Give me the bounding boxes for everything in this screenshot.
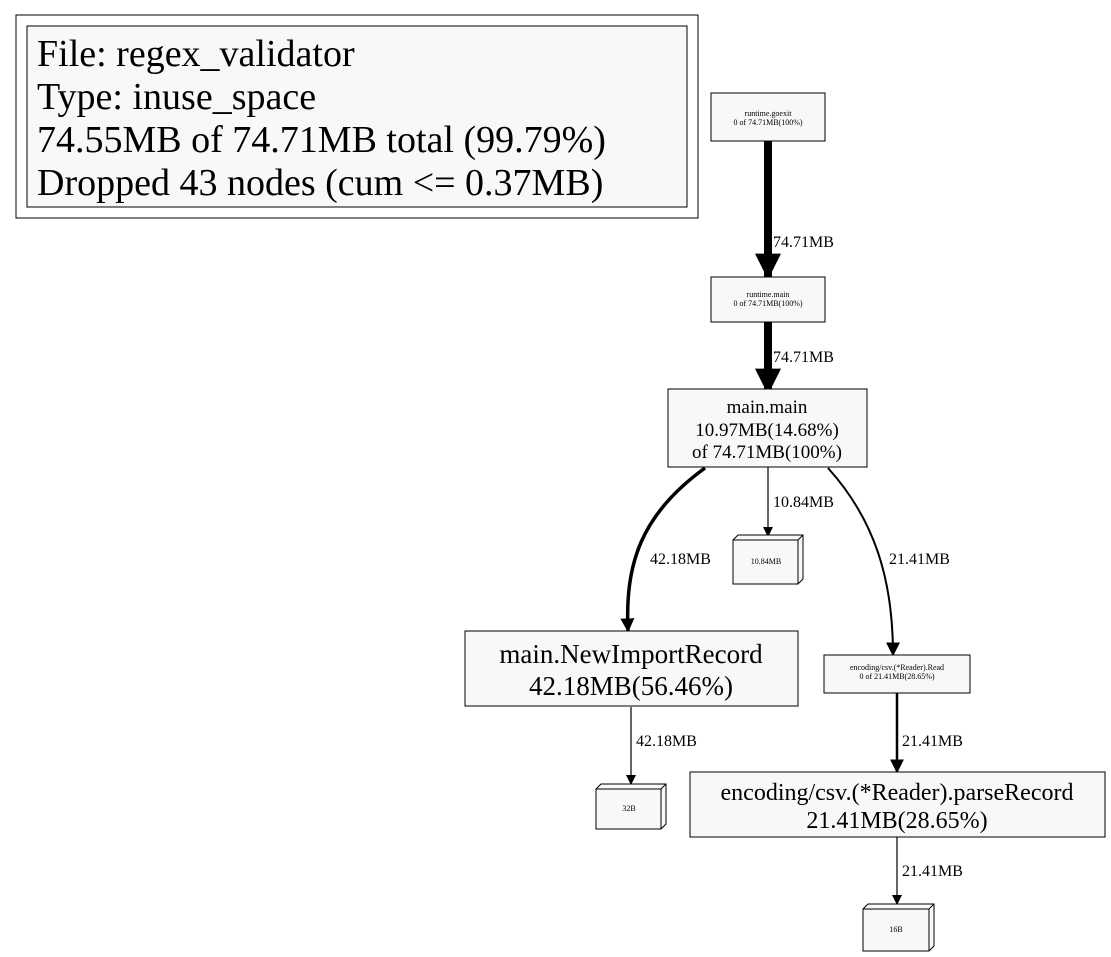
alloc-box-main[interactable]: 10.84MB <box>732 534 804 585</box>
edge-main-to-csv-read[interactable]: 21.41MB <box>827 467 950 657</box>
edge-csv-read-to-parse[interactable]: 21.41MB <box>890 693 963 774</box>
node-name: runtime.main <box>747 290 790 299</box>
legend-file: File: regex_validator <box>37 33 355 75</box>
alloc-box-import[interactable]: 32B <box>595 783 667 830</box>
node-cum: of 74.71MB(100%) <box>692 442 842 463</box>
legend-dropped: Dropped 43 nodes (cum <= 0.37MB) <box>37 162 603 204</box>
edge-label: 10.84MB <box>773 494 834 511</box>
alloc-label: 10.84MB <box>751 557 781 566</box>
edge-label: 74.71MB <box>773 234 834 251</box>
edge-label: 21.41MB <box>902 863 963 880</box>
node-csv-parse-record[interactable]: encoding/csv.(*Reader).parseRecord 21.41… <box>689 771 1106 838</box>
legend-box: File: regex_validator Type: inuse_space … <box>15 14 699 219</box>
edge-runtime-main-to-main[interactable]: 74.71MB <box>755 322 834 395</box>
node-stat: 0 of 74.71MB(100%) <box>733 118 802 127</box>
edge-main-to-alloc[interactable]: 10.84MB <box>763 467 834 537</box>
node-name: encoding/csv.(*Reader).Read <box>850 663 944 672</box>
edge-label: 74.71MB <box>773 349 834 366</box>
node-name: main.NewImportRecord <box>499 639 763 669</box>
node-main-main[interactable]: main.main 10.97MB(14.68%) of 74.71MB(100… <box>667 388 868 468</box>
node-csv-reader-read[interactable]: encoding/csv.(*Reader).Read 0 of 21.41MB… <box>823 654 971 694</box>
node-name: runtime.goexit <box>745 109 793 118</box>
node-stat: 0 of 74.71MB(100%) <box>733 299 802 308</box>
edge-goexit-to-runtime-main[interactable]: 74.71MB <box>755 141 834 280</box>
edge-parse-to-alloc[interactable]: 21.41MB <box>892 837 963 905</box>
edge-label: 42.18MB <box>636 733 697 750</box>
node-flat: 42.18MB(56.46%) <box>529 671 733 701</box>
edge-new-import-to-alloc[interactable]: 42.18MB <box>626 707 697 785</box>
node-runtime-goexit[interactable]: runtime.goexit 0 of 74.71MB(100%) <box>710 92 826 142</box>
node-name: main.main <box>727 397 808 418</box>
node-name: encoding/csv.(*Reader).parseRecord <box>721 780 1074 806</box>
node-stat: 0 of 21.41MB(28.65%) <box>859 672 934 681</box>
edge-label: 21.41MB <box>889 551 950 568</box>
legend-total: 74.55MB of 74.71MB total (99.79%) <box>37 119 606 161</box>
edge-label: 42.18MB <box>650 551 711 568</box>
edge-label: 21.41MB <box>902 733 963 750</box>
alloc-label: 16B <box>889 925 902 934</box>
node-flat: 21.41MB(28.65%) <box>806 808 987 834</box>
legend-type: Type: inuse_space <box>37 76 316 118</box>
node-new-import-record[interactable]: main.NewImportRecord 42.18MB(56.46%) <box>464 630 799 707</box>
alloc-box-parse[interactable]: 16B <box>862 903 935 952</box>
node-flat: 10.97MB(14.68%) <box>695 420 839 441</box>
alloc-label: 32B <box>622 804 635 813</box>
node-runtime-main[interactable]: runtime.main 0 of 74.71MB(100%) <box>710 276 826 323</box>
edge-main-to-new-import[interactable]: 42.18MB <box>620 466 711 633</box>
